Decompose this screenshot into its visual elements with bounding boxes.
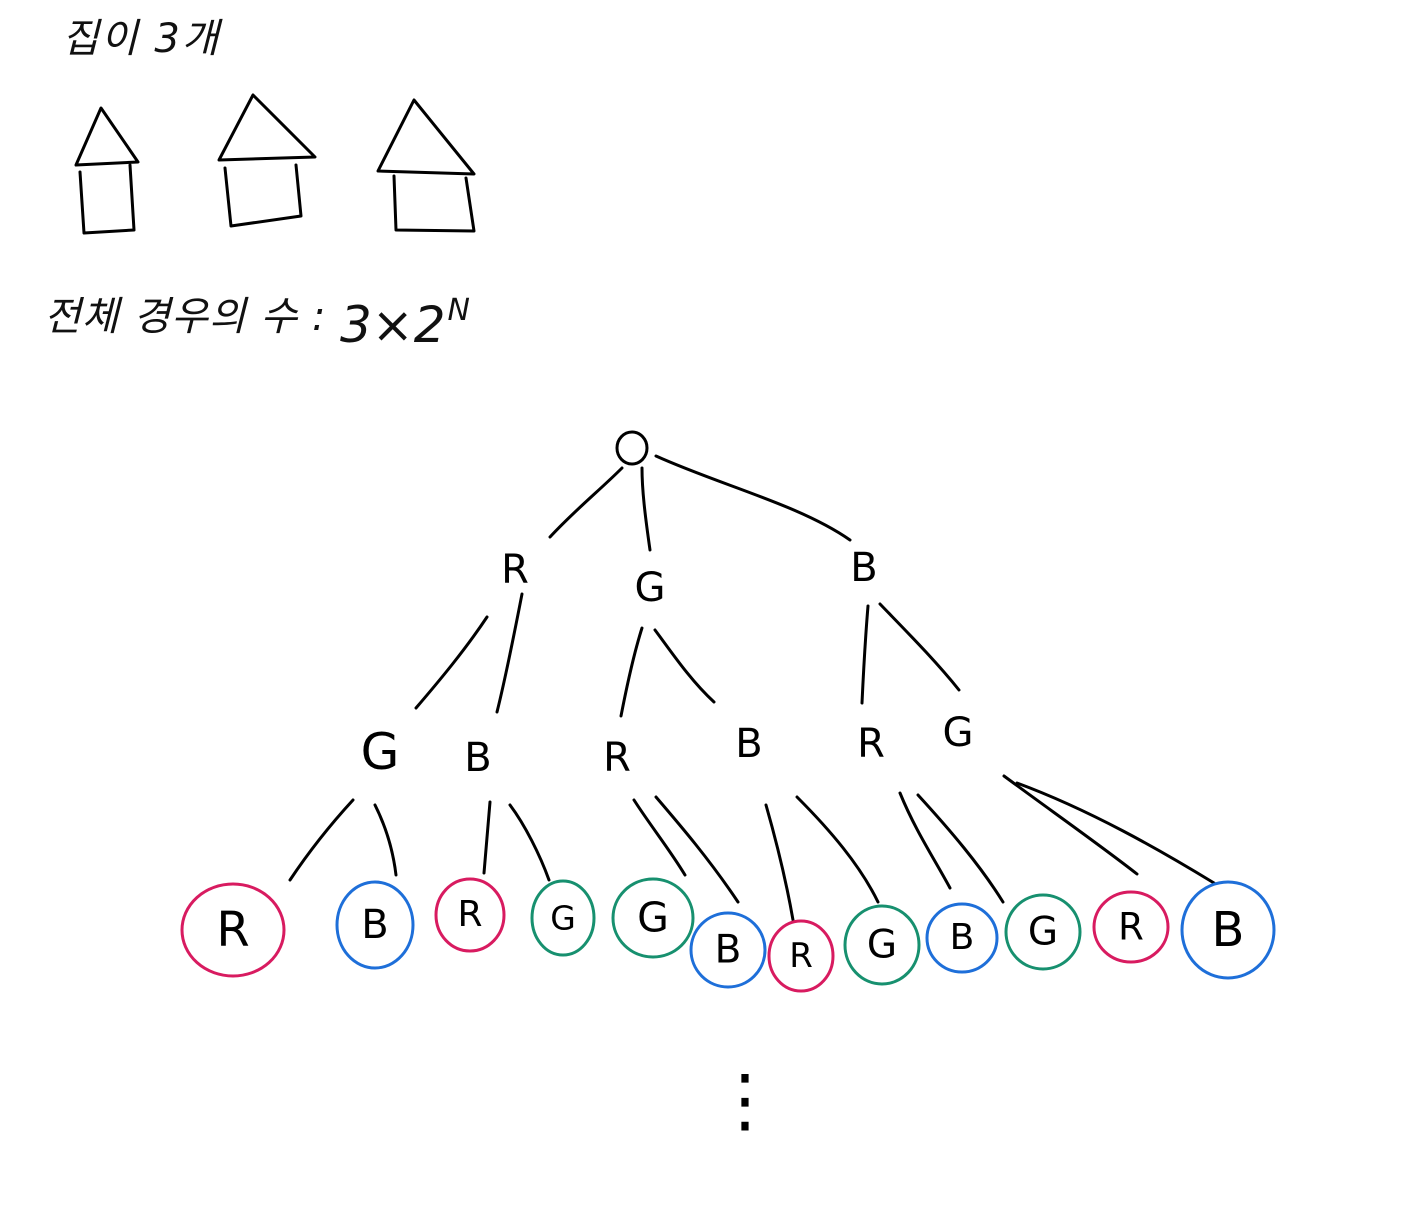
leaf-node-5: G [637,893,669,942]
leaf-node-1: R [216,902,250,958]
leaf-circle-5 [611,877,695,959]
leaf-circle-11 [1092,890,1170,964]
leaf-node-11: R [1118,905,1144,949]
leaf-node-2: B [361,902,389,948]
level2-node-6: G [942,710,974,756]
edges-level1 [414,592,961,718]
leaf-circle-4 [530,879,596,957]
title-text: 집이 3개 [62,16,221,62]
level2-node-4: B [735,721,763,767]
level2-node-2: B [464,735,492,781]
edges-root [548,454,852,552]
leaf-circle-7 [767,919,835,993]
edges-level2 [288,774,1216,922]
leaf-node-10: G [1027,909,1059,955]
house-icon [74,106,140,235]
leaf-circle-12 [1180,880,1276,980]
level1-node-g: G [634,565,666,611]
leaf-node-8: G [866,922,898,968]
level2-node-5: R [857,721,885,767]
leaf-node-4: G [550,898,576,938]
level2-node-1: G [360,723,400,781]
leaf-circle-9 [925,902,999,974]
leaf-node-12: B [1211,902,1245,958]
root-node [615,430,649,466]
leaf-circle-2 [335,880,415,970]
leaf-circles [180,877,1276,993]
leaf-node-9: B [949,917,975,958]
formula-label: 전체 경우의 수 : [44,294,327,340]
continuation-dots: ⋮ [710,1059,780,1141]
formula-value: 3×2N [340,293,470,354]
leaf-circle-10 [1004,893,1082,971]
level1-node-b: B [850,545,878,591]
leaf-circle-1 [180,882,286,978]
leaf-node-3: R [457,894,483,935]
level2-node-3: R [603,735,631,781]
formula-base: 3×2 [340,296,446,354]
leaf-circle-6 [689,911,767,989]
house-icon [376,98,476,233]
leaf-node-6: B [714,927,742,973]
leaf-circle-8 [843,904,921,986]
level1-node-r: R [501,547,529,593]
house-icon [217,93,317,228]
leaf-node-7: R [789,936,813,976]
formula-exponent: N [447,293,470,328]
leaf-circle-3 [434,877,506,953]
